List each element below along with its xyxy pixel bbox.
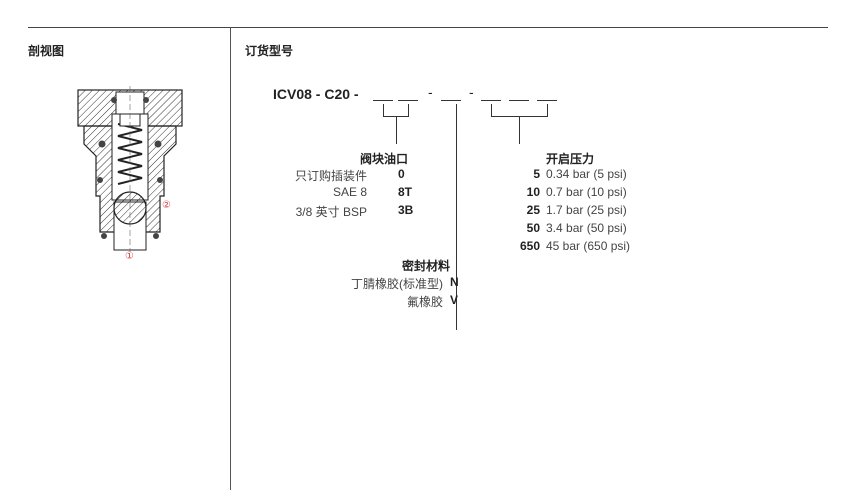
pressure-option-value: 0.34 bar (5 psi)	[546, 167, 627, 181]
pressure-option-value: 3.4 bar (50 psi)	[546, 221, 627, 235]
port-option-label: 3/8 英寸 BSP	[295, 205, 367, 219]
port-group-heading: 阀块油口	[359, 152, 408, 166]
callout-2: ②	[162, 200, 171, 211]
pressure-group-heading: 开启压力	[546, 152, 595, 166]
port-option-label: SAE 8	[332, 185, 367, 199]
pressure-option-code: 650	[519, 239, 540, 253]
pressure-option-code: 50	[526, 221, 540, 235]
port-leader-line	[396, 116, 397, 144]
top-rule	[28, 27, 828, 28]
seal-group-heading: 密封材料	[401, 259, 450, 273]
port-option-label: 只订购插装件	[294, 169, 367, 183]
pressure-option-code: 25	[526, 203, 540, 217]
callout-1: ①	[125, 251, 134, 262]
port-option-code: 8T	[398, 185, 413, 199]
column-divider	[230, 27, 231, 490]
separator-1: -	[428, 84, 433, 100]
pressure-option-value: 45 bar (650 psi)	[546, 239, 631, 253]
port-option-code: 3B	[398, 203, 414, 217]
blank-pressure-1	[481, 100, 501, 101]
seal-option-code: V	[450, 293, 459, 307]
blank-pressure-3	[537, 100, 557, 101]
pressure-leader-line	[519, 116, 520, 144]
pressure-option-value: 1.7 bar (25 psi)	[546, 203, 627, 217]
pressure-option-value: 0.7 bar (10 psi)	[546, 185, 627, 199]
pressure-option-code: 10	[526, 185, 540, 199]
seal-option-label: 氟橡胶	[406, 295, 443, 309]
section-title-order-code: 订货型号	[245, 44, 294, 58]
section-title-section-view: 剖视图	[28, 44, 65, 58]
separator-2: -	[469, 84, 474, 100]
valve-cross-section-diagram	[77, 86, 183, 252]
blank-pressure-2	[509, 100, 529, 101]
port-option-code: 0	[398, 167, 405, 181]
seal-option-label: 丁腈橡胶(标准型)	[351, 277, 443, 291]
blank-seal	[441, 100, 461, 101]
pressure-option-code: 5	[533, 167, 540, 181]
seal-option-code: N	[450, 275, 459, 289]
blank-port-2	[398, 100, 418, 101]
model-prefix: ICV08 - C20 -	[273, 86, 359, 102]
blank-port-1	[373, 100, 393, 101]
seal-leader-line	[456, 104, 457, 330]
